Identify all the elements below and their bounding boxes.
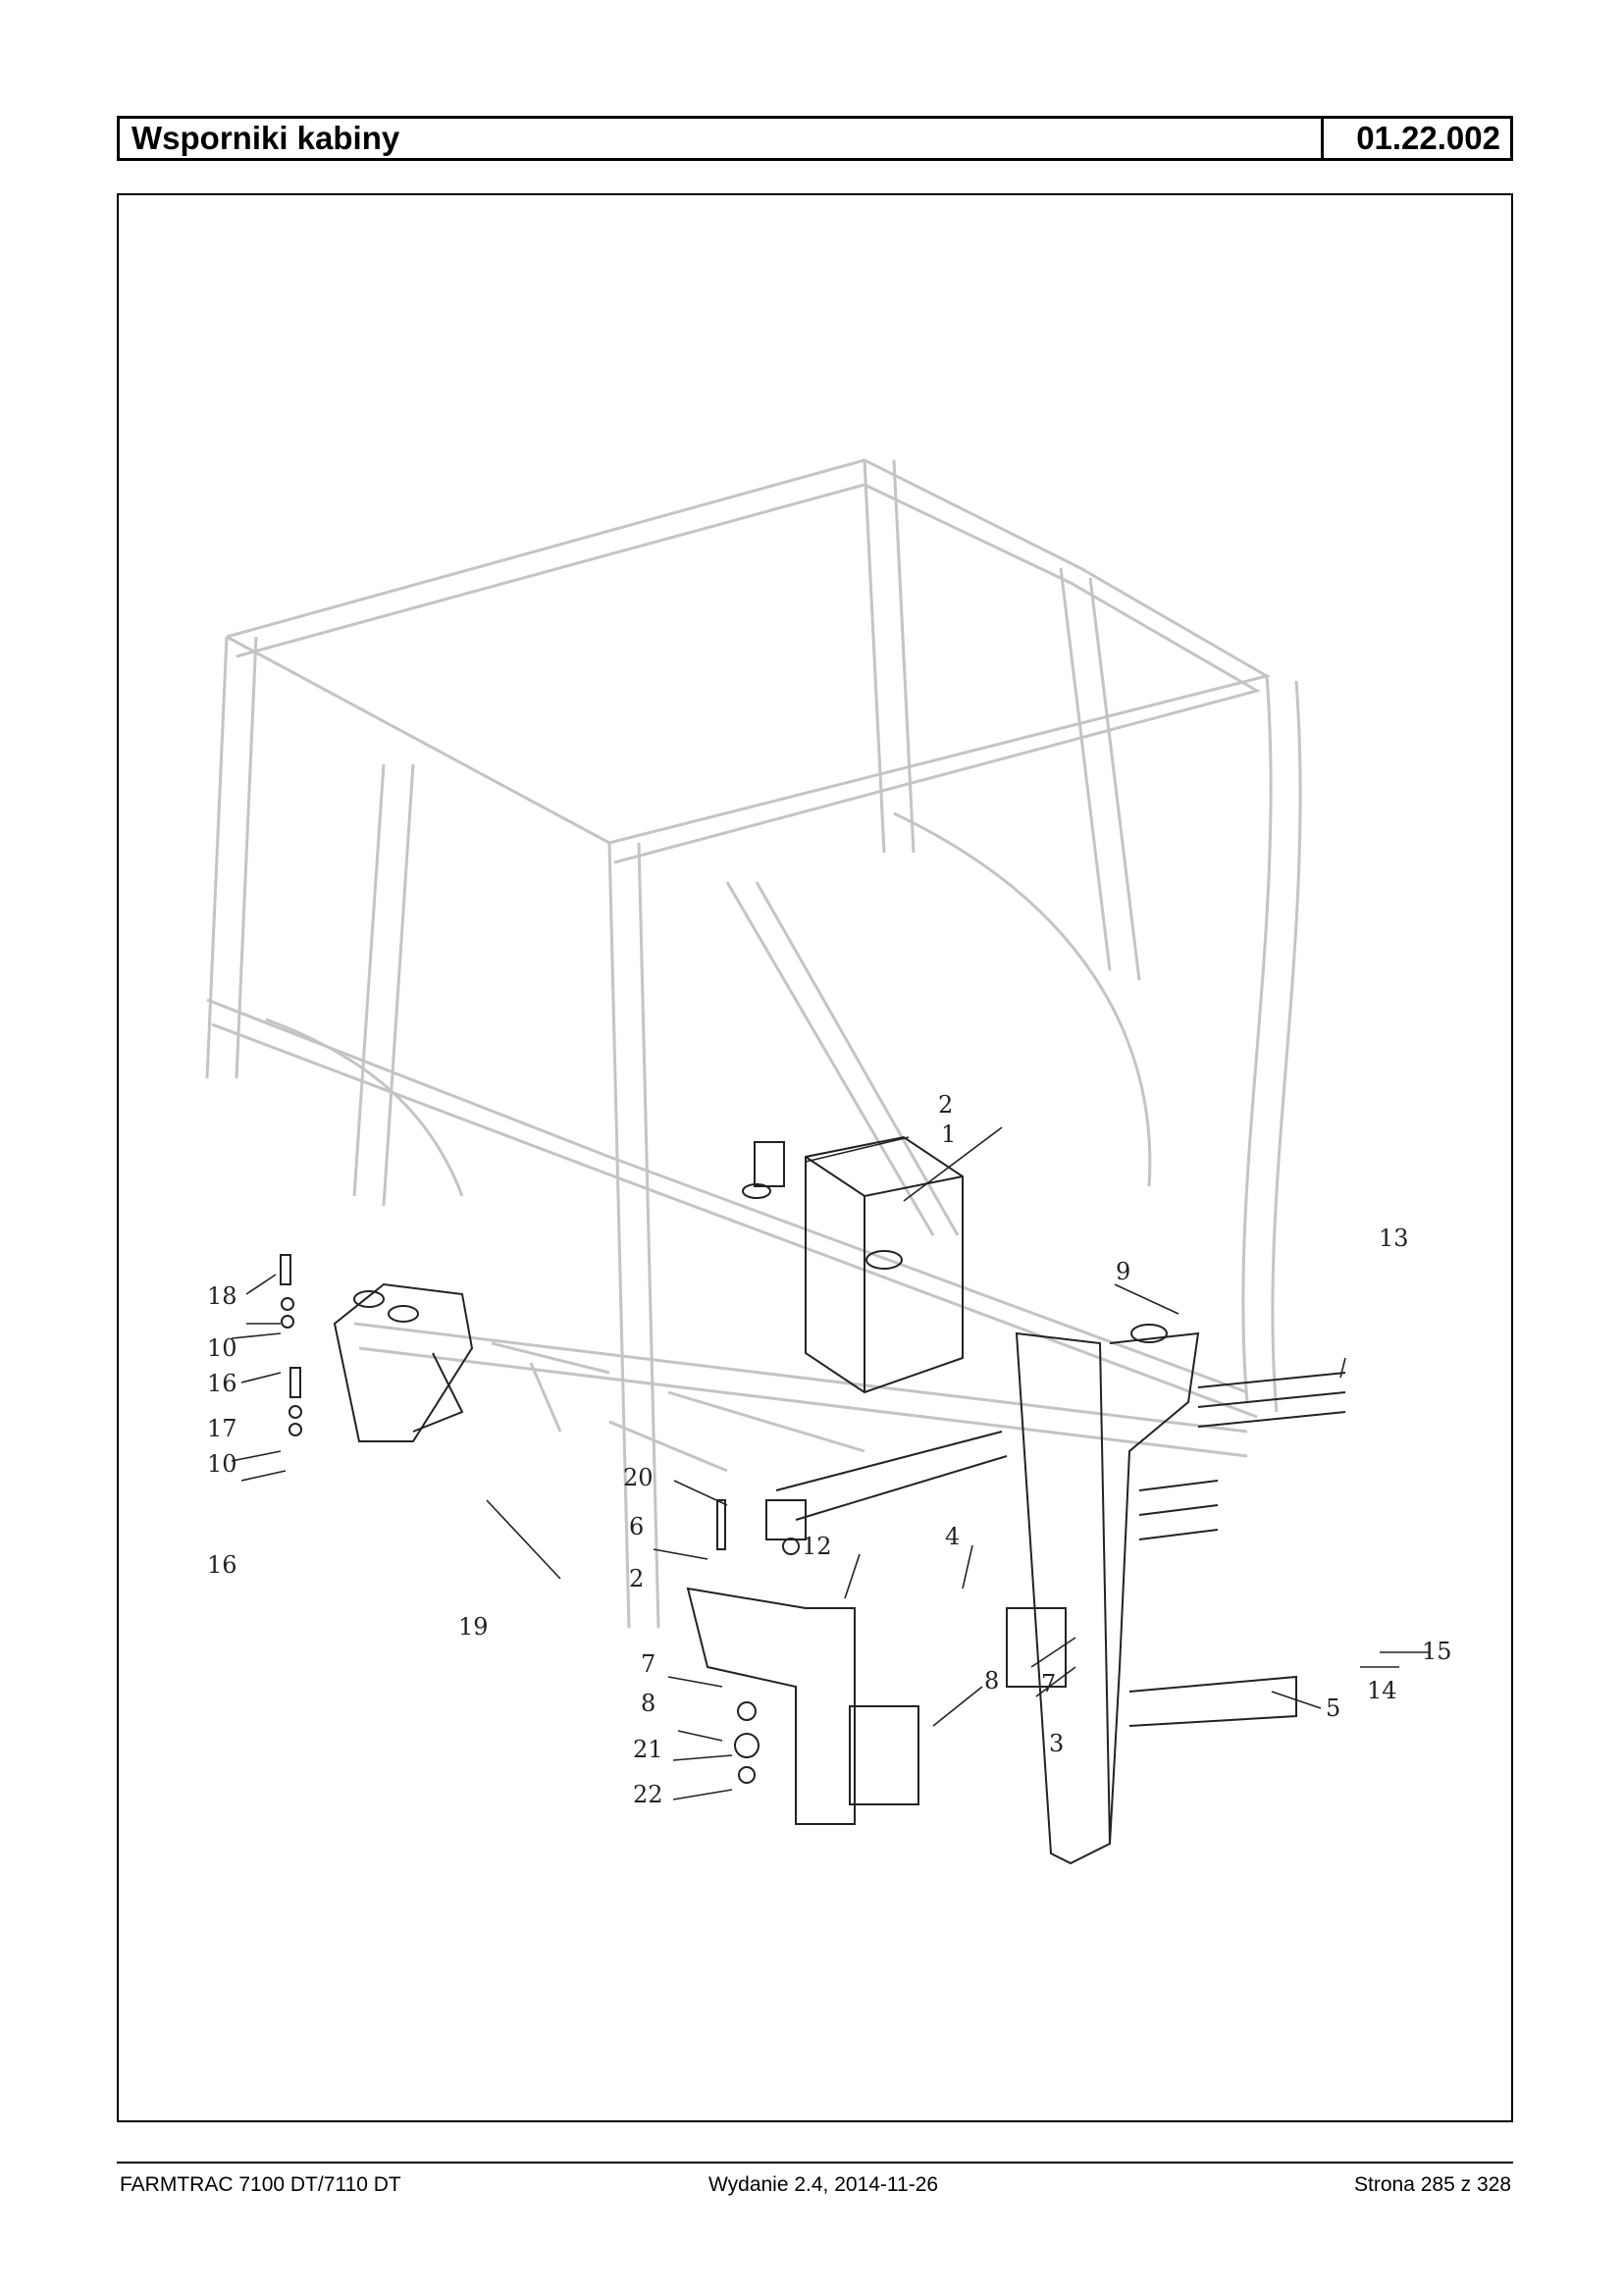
callout-10: 10 bbox=[207, 1334, 237, 1362]
callout-14: 14 bbox=[1367, 1677, 1397, 1704]
callout-16: 16 bbox=[207, 1370, 237, 1397]
leader-lines bbox=[231, 1126, 1429, 1800]
cab-frame bbox=[205, 458, 1302, 1629]
callout-2b: 2 bbox=[629, 1565, 644, 1592]
footer-model: FARMTRAC 7100 DT/7110 DT bbox=[120, 2173, 401, 2196]
callout-18: 18 bbox=[207, 1282, 237, 1310]
callout-8b: 8 bbox=[984, 1667, 999, 1695]
callout-7: 7 bbox=[641, 1650, 655, 1678]
callout-13: 13 bbox=[1379, 1225, 1409, 1252]
part-group-code: 01.22.002 bbox=[1356, 120, 1500, 156]
callout-20: 20 bbox=[623, 1464, 654, 1491]
callout-5: 5 bbox=[1326, 1695, 1340, 1722]
callout-4: 4 bbox=[945, 1523, 960, 1550]
footer-divider bbox=[117, 2162, 1513, 2164]
footer-page-number: Strona 285 z 328 bbox=[1354, 2173, 1511, 2196]
diagram-frame: 1 2 2 3 4 5 6 7 7 8 8 9 10 10 12 13 14 1… bbox=[117, 193, 1513, 2122]
callout-6: 6 bbox=[629, 1513, 644, 1540]
page-header: Wsporniki kabiny 01.22.002 bbox=[117, 116, 1513, 161]
cross-bracket bbox=[686, 1431, 1008, 1825]
left-bracket bbox=[333, 1282, 474, 1442]
footer-edition: Wydanie 2.4, 2014-11-26 bbox=[708, 2173, 939, 2196]
callout-3: 3 bbox=[1049, 1730, 1064, 1757]
callout-15: 15 bbox=[1422, 1638, 1452, 1665]
callout-12: 12 bbox=[802, 1533, 832, 1560]
callout-22: 22 bbox=[633, 1781, 663, 1808]
callout-8: 8 bbox=[641, 1690, 655, 1717]
center-mount bbox=[742, 1135, 964, 1394]
right-bolts bbox=[1138, 1372, 1346, 1540]
callout-7b: 7 bbox=[1041, 1670, 1056, 1697]
callout-10b: 10 bbox=[207, 1450, 237, 1478]
callout-9: 9 bbox=[1116, 1258, 1130, 1285]
callout-1: 1 bbox=[941, 1121, 956, 1148]
exploded-view-diagram: 1 2 2 3 4 5 6 7 7 8 8 9 10 10 12 13 14 1… bbox=[205, 458, 1452, 1865]
callout-21: 21 bbox=[633, 1736, 663, 1763]
page-title: Wsporniki kabiny bbox=[120, 119, 1324, 158]
right-bracket bbox=[1006, 1324, 1297, 1865]
callout-17: 17 bbox=[207, 1415, 237, 1442]
left-fasteners bbox=[280, 1254, 760, 1784]
callout-19: 19 bbox=[458, 1613, 489, 1641]
callout-16b: 16 bbox=[207, 1551, 237, 1579]
callout-2: 2 bbox=[938, 1091, 953, 1119]
